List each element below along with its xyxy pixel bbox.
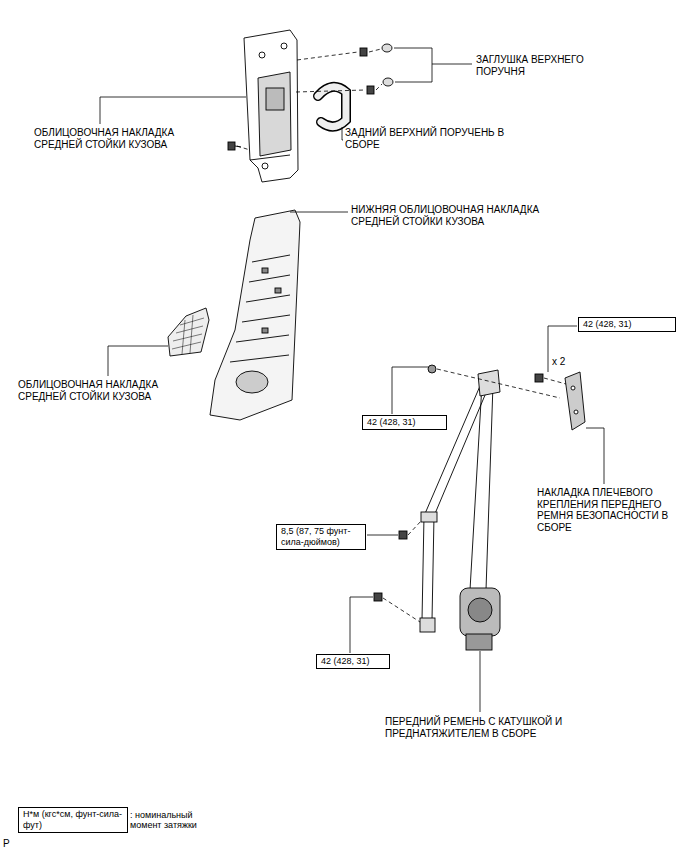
quantity-label: x 2 xyxy=(552,356,582,368)
grille-line xyxy=(180,318,204,325)
grille-line xyxy=(190,315,193,353)
legend-box: Н*м (кгс*см, фунт-сила-фут) xyxy=(18,807,128,833)
clip xyxy=(262,163,268,169)
trim-label-area xyxy=(266,88,284,110)
torque-value: 42 (428, 31) xyxy=(583,319,671,330)
screw xyxy=(367,86,374,94)
torque-box: 42 (428, 31) xyxy=(316,654,390,669)
belt-webbing xyxy=(470,384,493,590)
torque-box: 42 (428, 31) xyxy=(362,415,447,430)
leader-line xyxy=(108,346,168,376)
part-label: ПЕРЕДНИЙ РЕМЕНЬ С КАТУШКОЙ И ПРЕДНАТЯЖИТ… xyxy=(385,716,570,739)
dashed-guide xyxy=(296,90,365,92)
torque-box: 42 (428, 31) xyxy=(578,317,676,332)
page-code: P xyxy=(3,838,23,850)
clip xyxy=(275,288,281,293)
belt-tongue xyxy=(421,512,437,522)
pretensioner xyxy=(466,634,492,650)
leader-line xyxy=(342,127,343,140)
trim-rib xyxy=(252,255,290,262)
leader-line xyxy=(586,428,604,484)
part-label: ЗАГЛУШКА ВЕРХНЕГО ПОРУЧНЯ xyxy=(476,54,611,77)
part-label: : номинальный момент затяжки xyxy=(130,810,225,831)
cap xyxy=(383,78,393,86)
dashed-guide xyxy=(437,369,560,398)
belt-opening xyxy=(236,371,268,393)
grille-line xyxy=(172,342,201,349)
leader-line xyxy=(392,367,428,414)
torque-box: 8,5 (87, 75 фунт-сила-дюймов) xyxy=(276,524,366,550)
part-label: НИЖНЯЯ ОБЛИЦОВОЧНАЯ НАКЛАДКА СРЕДНЕЙ СТО… xyxy=(351,204,556,227)
trim-rib xyxy=(242,315,290,322)
bolt xyxy=(535,374,543,382)
bolt xyxy=(374,593,382,601)
part-label: ОБЛИЦОВОЧНАЯ НАКЛАДКА СРЕДНЕЙ СТОЙКИ КУЗ… xyxy=(18,379,188,402)
retractor xyxy=(460,588,500,636)
anchor-plate xyxy=(565,372,585,430)
leader-line xyxy=(480,651,481,712)
screw xyxy=(360,48,367,56)
small-trim-piece xyxy=(168,308,209,356)
upper-pillar-trim xyxy=(244,30,298,182)
retractor-spool xyxy=(468,598,492,622)
part-label: НАКЛАДКА ПЛЕЧЕВОГО КРЕПЛЕНИЯ ПЕРЕДНЕГО Р… xyxy=(537,487,677,533)
leader-line xyxy=(432,64,472,65)
dashed-guide xyxy=(408,520,422,535)
leader-line xyxy=(350,597,373,653)
lower-pillar-trim xyxy=(210,210,300,420)
clip xyxy=(262,328,268,333)
torque-value: Н*м (кгс*см, фунт-сила-фут) xyxy=(23,809,123,831)
dashed-guide xyxy=(383,598,420,622)
leader-line xyxy=(394,48,432,82)
cap xyxy=(382,44,392,52)
dashed-guide xyxy=(297,52,358,60)
dashed-guide xyxy=(237,146,250,150)
trim-rib xyxy=(246,295,290,302)
nut xyxy=(428,365,436,373)
grille-line xyxy=(173,334,202,341)
lap-anchor xyxy=(420,618,435,632)
grille-line xyxy=(182,320,185,354)
plate-hole xyxy=(574,410,578,414)
plate-hole xyxy=(571,386,575,390)
shoulder-anchor xyxy=(478,370,500,396)
trim-rib xyxy=(249,275,290,282)
assist-grip-outline xyxy=(318,87,346,127)
trim-rib xyxy=(230,355,289,362)
grille-line xyxy=(176,326,203,333)
bolt xyxy=(399,531,407,539)
leader-line xyxy=(100,97,246,124)
part-label: ОБЛИЦОВОЧНАЯ НАКЛАДКА СРЕДНЕЙ СТОЙКИ КУЗ… xyxy=(34,127,204,150)
dashed-guide xyxy=(544,378,566,384)
dashed-guide xyxy=(369,49,381,52)
leader-line xyxy=(367,535,398,536)
part-label: ЗАДНИЙ ВЕРХНИЙ ПОРУЧЕНЬ В СБОРЕ xyxy=(345,127,515,150)
assist-grip xyxy=(318,87,346,127)
trim-recess xyxy=(258,72,291,156)
clip xyxy=(259,52,265,58)
trim-rib xyxy=(236,335,289,342)
dashed-guide xyxy=(376,84,382,90)
torque-value: 42 (428, 31) xyxy=(367,417,442,428)
leader-line xyxy=(290,212,348,213)
clip xyxy=(262,268,268,273)
screw xyxy=(228,142,235,150)
torque-value: 42 (428, 31) xyxy=(321,656,385,667)
trim-edge xyxy=(250,155,290,160)
torque-value: 8,5 (87, 75 фунт-сила-дюймов) xyxy=(281,526,361,548)
clip xyxy=(281,43,287,49)
